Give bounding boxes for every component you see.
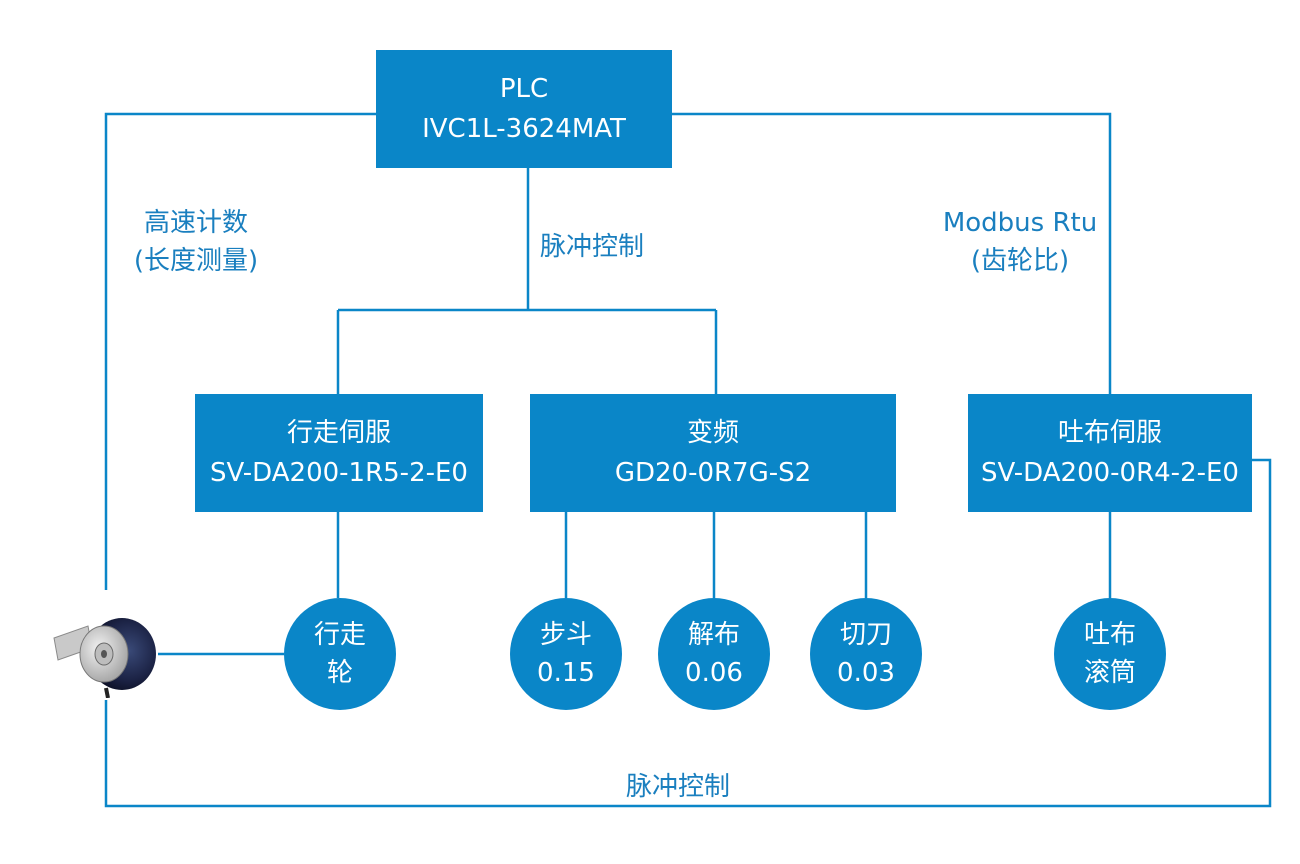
high-speed-label: 高速计数 (长度测量) bbox=[108, 204, 284, 280]
feed-servo-title: 吐布伺服 bbox=[1057, 418, 1162, 448]
cutter-line2: 0.03 bbox=[837, 658, 895, 688]
feed-servo-model: SV-DA200-0R4-2-E0 bbox=[981, 458, 1239, 488]
plc-title: PLC bbox=[499, 74, 549, 104]
pulse-control-top-text: 脉冲控制 bbox=[540, 232, 645, 262]
pulse-control-bottom-label: 脉冲控制 bbox=[626, 768, 730, 806]
step-line1: 步斗 bbox=[539, 620, 592, 650]
travel-wheel-circle: 行走 轮 bbox=[284, 598, 396, 710]
travel-servo-model: SV-DA200-1R5-2-E0 bbox=[210, 458, 468, 488]
cutter-line1: 切刀 bbox=[839, 620, 892, 650]
unwind-line2: 0.06 bbox=[685, 658, 743, 688]
vfd-title: 变频 bbox=[686, 418, 739, 448]
plc-model: IVC1L-3624MAT bbox=[422, 114, 626, 144]
unwind-circle: 解布 0.06 bbox=[658, 598, 770, 710]
modbus-label: Modbus Rtu (齿轮比) bbox=[930, 204, 1110, 280]
travel-servo-title: 行走伺服 bbox=[286, 418, 391, 448]
feed-roller-circle: 吐布 滚筒 bbox=[1054, 598, 1166, 710]
cutter-circle: 切刀 0.03 bbox=[810, 598, 922, 710]
step-circle: 步斗 0.15 bbox=[510, 598, 622, 710]
high-speed-label-line1: 高速计数 bbox=[143, 208, 248, 238]
travel-wheel-line1: 行走 bbox=[313, 620, 366, 650]
modbus-label-line1: Modbus Rtu bbox=[942, 208, 1098, 238]
pulse-control-bottom-text: 脉冲控制 bbox=[626, 772, 731, 802]
modbus-label-line2: (齿轮比) bbox=[970, 246, 1070, 276]
feed-roller-line2: 滚筒 bbox=[1083, 658, 1136, 688]
plc-to-feed-servo-line bbox=[672, 112, 1112, 394]
rotary-encoder-icon bbox=[53, 618, 156, 698]
vfd-box: 变频 GD20-0R7G-S2 bbox=[530, 394, 896, 512]
plc-to-encoder-line bbox=[104, 112, 376, 590]
vfd-model: GD20-0R7G-S2 bbox=[614, 458, 812, 488]
high-speed-label-line2: (长度测量) bbox=[133, 246, 259, 276]
unwind-line1: 解布 bbox=[687, 620, 740, 650]
pulse-control-top-label: 脉冲控制 bbox=[540, 228, 644, 266]
feed-roller-line1: 吐布 bbox=[1083, 620, 1136, 650]
step-line2: 0.15 bbox=[537, 658, 595, 688]
plc-box: PLC IVC1L-3624MAT bbox=[376, 50, 672, 168]
bottom-pulse-line bbox=[104, 458, 1272, 808]
travel-wheel-line2: 轮 bbox=[326, 658, 353, 688]
feed-servo-box: 吐布伺服 SV-DA200-0R4-2-E0 bbox=[968, 394, 1252, 512]
travel-servo-box: 行走伺服 SV-DA200-1R5-2-E0 bbox=[195, 394, 483, 512]
